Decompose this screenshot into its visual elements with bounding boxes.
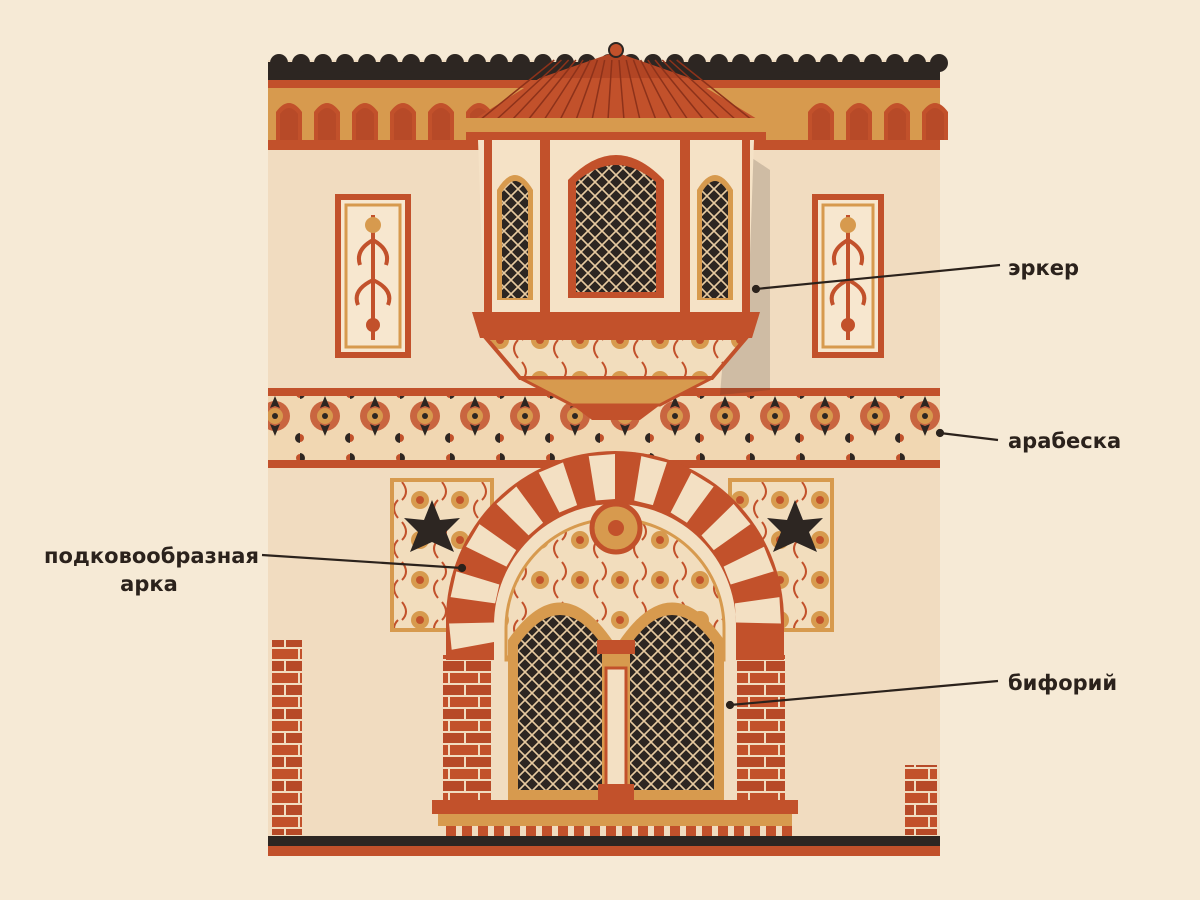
roof-scallop <box>336 54 354 72</box>
roof-scallop <box>402 54 420 72</box>
sill-dentil <box>494 826 504 836</box>
sill-dentil <box>590 826 600 836</box>
sill-dentil <box>766 826 776 836</box>
roof-scallop <box>490 54 508 72</box>
label-erker: эркер <box>1008 254 1079 282</box>
roof-scallop <box>798 54 816 72</box>
sill-dentil <box>510 826 520 836</box>
sill-dentil <box>558 826 568 836</box>
ornamental-panel-left <box>338 197 408 355</box>
roof-scallop <box>776 54 794 72</box>
sill-dentil <box>542 826 552 836</box>
roof-scallop <box>358 54 376 72</box>
sill-dentil <box>782 826 792 836</box>
arcade-arch-inner <box>812 108 830 140</box>
arcade-arch-inner <box>888 108 906 140</box>
base-course <box>268 836 940 846</box>
sill-dentil <box>686 826 696 836</box>
roof-scallop <box>446 54 464 72</box>
roof-scallop <box>820 54 838 72</box>
roof-scallop <box>424 54 442 72</box>
leader-dot-erker <box>753 286 759 292</box>
roof-scallop <box>468 54 486 72</box>
leader-dot-arabeska <box>937 430 943 436</box>
label-horseshoe-arch: подковообразная арка <box>44 542 254 598</box>
roof-scallop <box>732 54 750 72</box>
roof-scallop <box>886 54 904 72</box>
leader-dot-biforiy <box>727 702 733 708</box>
roof-scallop <box>380 54 398 72</box>
brick-jamb-left <box>443 655 491 800</box>
sill-dentil <box>718 826 728 836</box>
ornamental-panel-right <box>815 197 881 355</box>
arcade-arch-inner <box>926 108 944 140</box>
brick-quoin-right <box>905 765 937 835</box>
roof-scallop <box>908 54 926 72</box>
sill-dentil <box>526 826 536 836</box>
arcade-arch-inner <box>394 108 412 140</box>
roof-scallop <box>754 54 772 72</box>
sill-dentil <box>654 826 664 836</box>
sill-dentil <box>750 826 760 836</box>
sill-dentil <box>606 826 616 836</box>
leader-dot-arch <box>459 565 465 571</box>
label-horseshoe-arch-line1: подковообразная <box>44 542 254 570</box>
arcade-arch-inner <box>432 108 450 140</box>
sill-dentil <box>638 826 648 836</box>
roof-scallop <box>930 54 948 72</box>
brick-quoin-left <box>272 640 302 835</box>
sill-dentil <box>462 826 472 836</box>
sill-dentil <box>478 826 488 836</box>
arcade-arch-inner <box>850 108 868 140</box>
roof-scallop <box>314 54 332 72</box>
sill-dentil <box>670 826 680 836</box>
arcade-arch-inner <box>356 108 374 140</box>
sill-dentil <box>446 826 456 836</box>
leader-arabeska <box>940 433 998 440</box>
roof-scallop <box>292 54 310 72</box>
sill-dentil <box>622 826 632 836</box>
roof-scallop <box>270 54 288 72</box>
sill-dentil <box>702 826 712 836</box>
label-biforiy: бифорий <box>1008 669 1117 697</box>
arcade-arch-inner <box>318 108 336 140</box>
roof-scallop <box>842 54 860 72</box>
label-arabeska: арабеска <box>1008 427 1121 455</box>
roof-scallop <box>512 54 530 72</box>
roof-scallop <box>688 54 706 72</box>
sill-dentil <box>574 826 584 836</box>
brick-jamb-right <box>737 655 785 800</box>
base-plinth <box>268 846 940 856</box>
arcade-arch-inner <box>280 108 298 140</box>
sill-dentil <box>734 826 744 836</box>
oriel-bay-window <box>466 43 770 420</box>
roof-scallop <box>710 54 728 72</box>
label-horseshoe-arch-line2: арка <box>44 570 254 598</box>
roof-scallop <box>864 54 882 72</box>
